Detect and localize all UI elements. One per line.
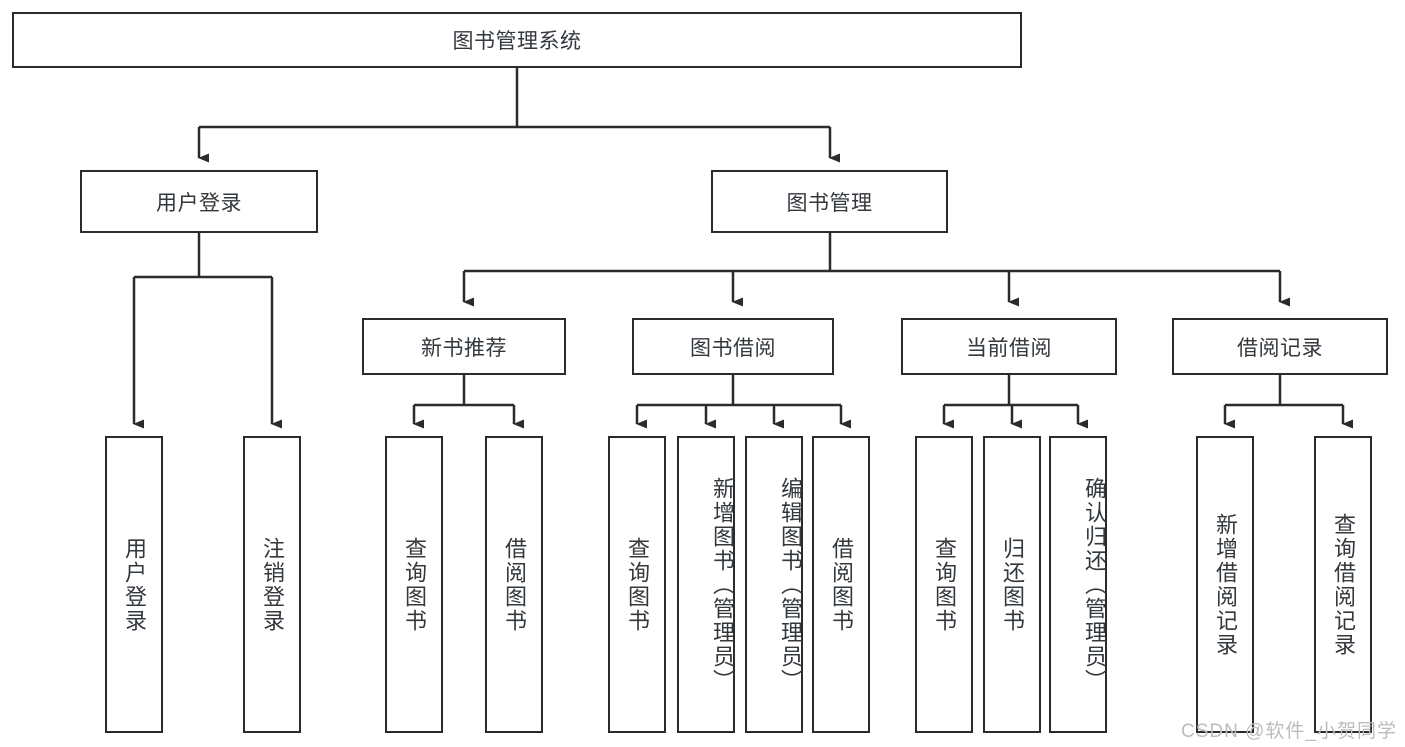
node-user-login-label: 用户登录 (156, 191, 242, 215)
node-book-management[interactable]: 图书管理 (711, 170, 948, 233)
node-book-borrow-label: 图书借阅 (690, 336, 776, 360)
leaf-borrow-book-label: 借阅图书 (829, 536, 854, 633)
leaf-query-book-recommend[interactable]: 查询图书 (385, 436, 443, 733)
node-root[interactable]: 图书管理系统 (12, 12, 1022, 68)
node-root-label: 图书管理系统 (452, 30, 582, 53)
node-book-borrow[interactable]: 图书借阅 (632, 318, 834, 375)
leaf-add-borrow-record-label: 新增借阅记录 (1213, 512, 1238, 657)
leaf-confirm-return-admin-label: 确认归还（管理员） (1082, 476, 1107, 693)
leaf-edit-book-admin-label: 编辑图书（管理员） (778, 476, 803, 693)
leaf-return-book-label: 归还图书 (1000, 536, 1025, 633)
leaf-add-borrow-record[interactable]: 新增借阅记录 (1196, 436, 1254, 733)
leaf-query-book-current[interactable]: 查询图书 (915, 436, 973, 733)
leaf-user-login-label: 用户登录 (122, 536, 147, 633)
node-borrow-record-label: 借阅记录 (1237, 336, 1323, 360)
node-borrow-record[interactable]: 借阅记录 (1172, 318, 1388, 375)
node-new-book-recommend-label: 新书推荐 (421, 336, 507, 360)
leaf-edit-book-admin[interactable]: 编辑图书（管理员） (745, 436, 803, 733)
leaf-user-login[interactable]: 用户登录 (105, 436, 163, 733)
node-user-login[interactable]: 用户登录 (80, 170, 318, 233)
leaf-borrow-book-recommend[interactable]: 借阅图书 (485, 436, 543, 733)
node-book-management-label: 图书管理 (786, 191, 873, 215)
leaf-logout-label: 注销登录 (260, 536, 285, 633)
leaf-confirm-return-admin[interactable]: 确认归还（管理员） (1049, 436, 1107, 733)
leaf-borrow-book[interactable]: 借阅图书 (812, 436, 870, 733)
leaf-query-book-label: 查询图书 (625, 536, 650, 633)
leaf-add-book-admin-label: 新增图书（管理员） (710, 476, 735, 693)
leaf-add-book-admin[interactable]: 新增图书（管理员） (677, 436, 735, 733)
leaf-query-book[interactable]: 查询图书 (608, 436, 666, 733)
leaf-borrow-book-recommend-label: 借阅图书 (502, 536, 527, 633)
watermark: CSDN @软件_小贺同学 (1181, 721, 1397, 742)
leaf-query-borrow-record-label: 查询借阅记录 (1331, 512, 1356, 657)
node-current-borrow-label: 当前借阅 (966, 336, 1052, 360)
leaf-query-borrow-record[interactable]: 查询借阅记录 (1314, 436, 1372, 733)
leaf-logout[interactable]: 注销登录 (243, 436, 301, 733)
leaf-return-book[interactable]: 归还图书 (983, 436, 1041, 733)
leaf-query-book-recommend-label: 查询图书 (402, 536, 427, 633)
node-new-book-recommend[interactable]: 新书推荐 (362, 318, 566, 375)
leaf-query-book-current-label: 查询图书 (932, 536, 957, 633)
node-current-borrow[interactable]: 当前借阅 (901, 318, 1117, 375)
